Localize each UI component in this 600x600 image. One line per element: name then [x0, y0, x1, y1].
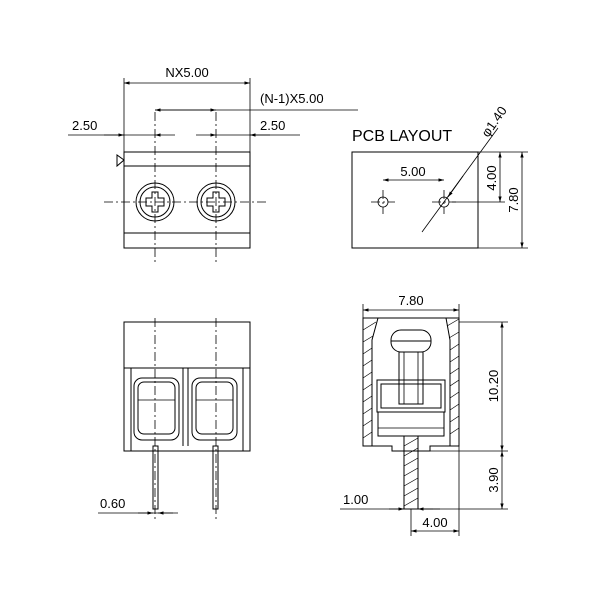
- dim-pitch: (N-1)X5.00: [260, 91, 324, 106]
- side-view: 7.80: [340, 293, 508, 536]
- hatch-pattern: [362, 321, 377, 439]
- pcb-outline: [351, 151, 479, 249]
- dim-total-width: NX5.00: [165, 65, 208, 80]
- pin: [152, 445, 159, 510]
- clamp: [376, 379, 446, 437]
- top-view: NX5.00 (N-1)X5.00 2.50 2.50: [68, 65, 358, 265]
- dimension-arrow: [447, 175, 464, 198]
- front-view-body: [123, 321, 251, 452]
- dim-left-offset: 2.50: [72, 118, 97, 133]
- dim-side-pin-width: 1.00: [343, 492, 368, 507]
- pin: [212, 445, 219, 510]
- top-view-body: [123, 151, 251, 249]
- dim-right-offset: 2.50: [260, 118, 285, 133]
- wire-opening: [191, 377, 238, 441]
- hatched-wall: [362, 317, 379, 447]
- hatch-pattern: [403, 437, 419, 507]
- hatched-wall: [445, 317, 460, 447]
- pcb-layout-view: PCB LAYOUT 5.00 φ1.40 4.00 7.80: [351, 103, 528, 249]
- dim-hole-offset: 4.00: [484, 165, 499, 190]
- wire-opening: [133, 377, 180, 441]
- screw: [390, 329, 432, 405]
- dim-side-depth: 7.80: [398, 293, 423, 308]
- side-pin: [403, 435, 419, 510]
- pcb-layout-title: PCB LAYOUT: [352, 128, 452, 145]
- dim-hole-diameter: φ1.40: [478, 103, 510, 139]
- front-view: 0.60: [98, 318, 251, 520]
- dim-hole-pitch: 5.00: [400, 164, 425, 179]
- top-view-notch: [116, 154, 125, 168]
- dim-body-height: 10.20: [486, 370, 501, 403]
- dim-pin-length: 3.90: [486, 467, 501, 492]
- dim-pin-width: 0.60: [100, 496, 125, 511]
- dim-pin-offset: 4.00: [422, 515, 447, 530]
- dim-pcb-depth: 7.80: [506, 187, 521, 212]
- hatch-pattern: [446, 318, 460, 435]
